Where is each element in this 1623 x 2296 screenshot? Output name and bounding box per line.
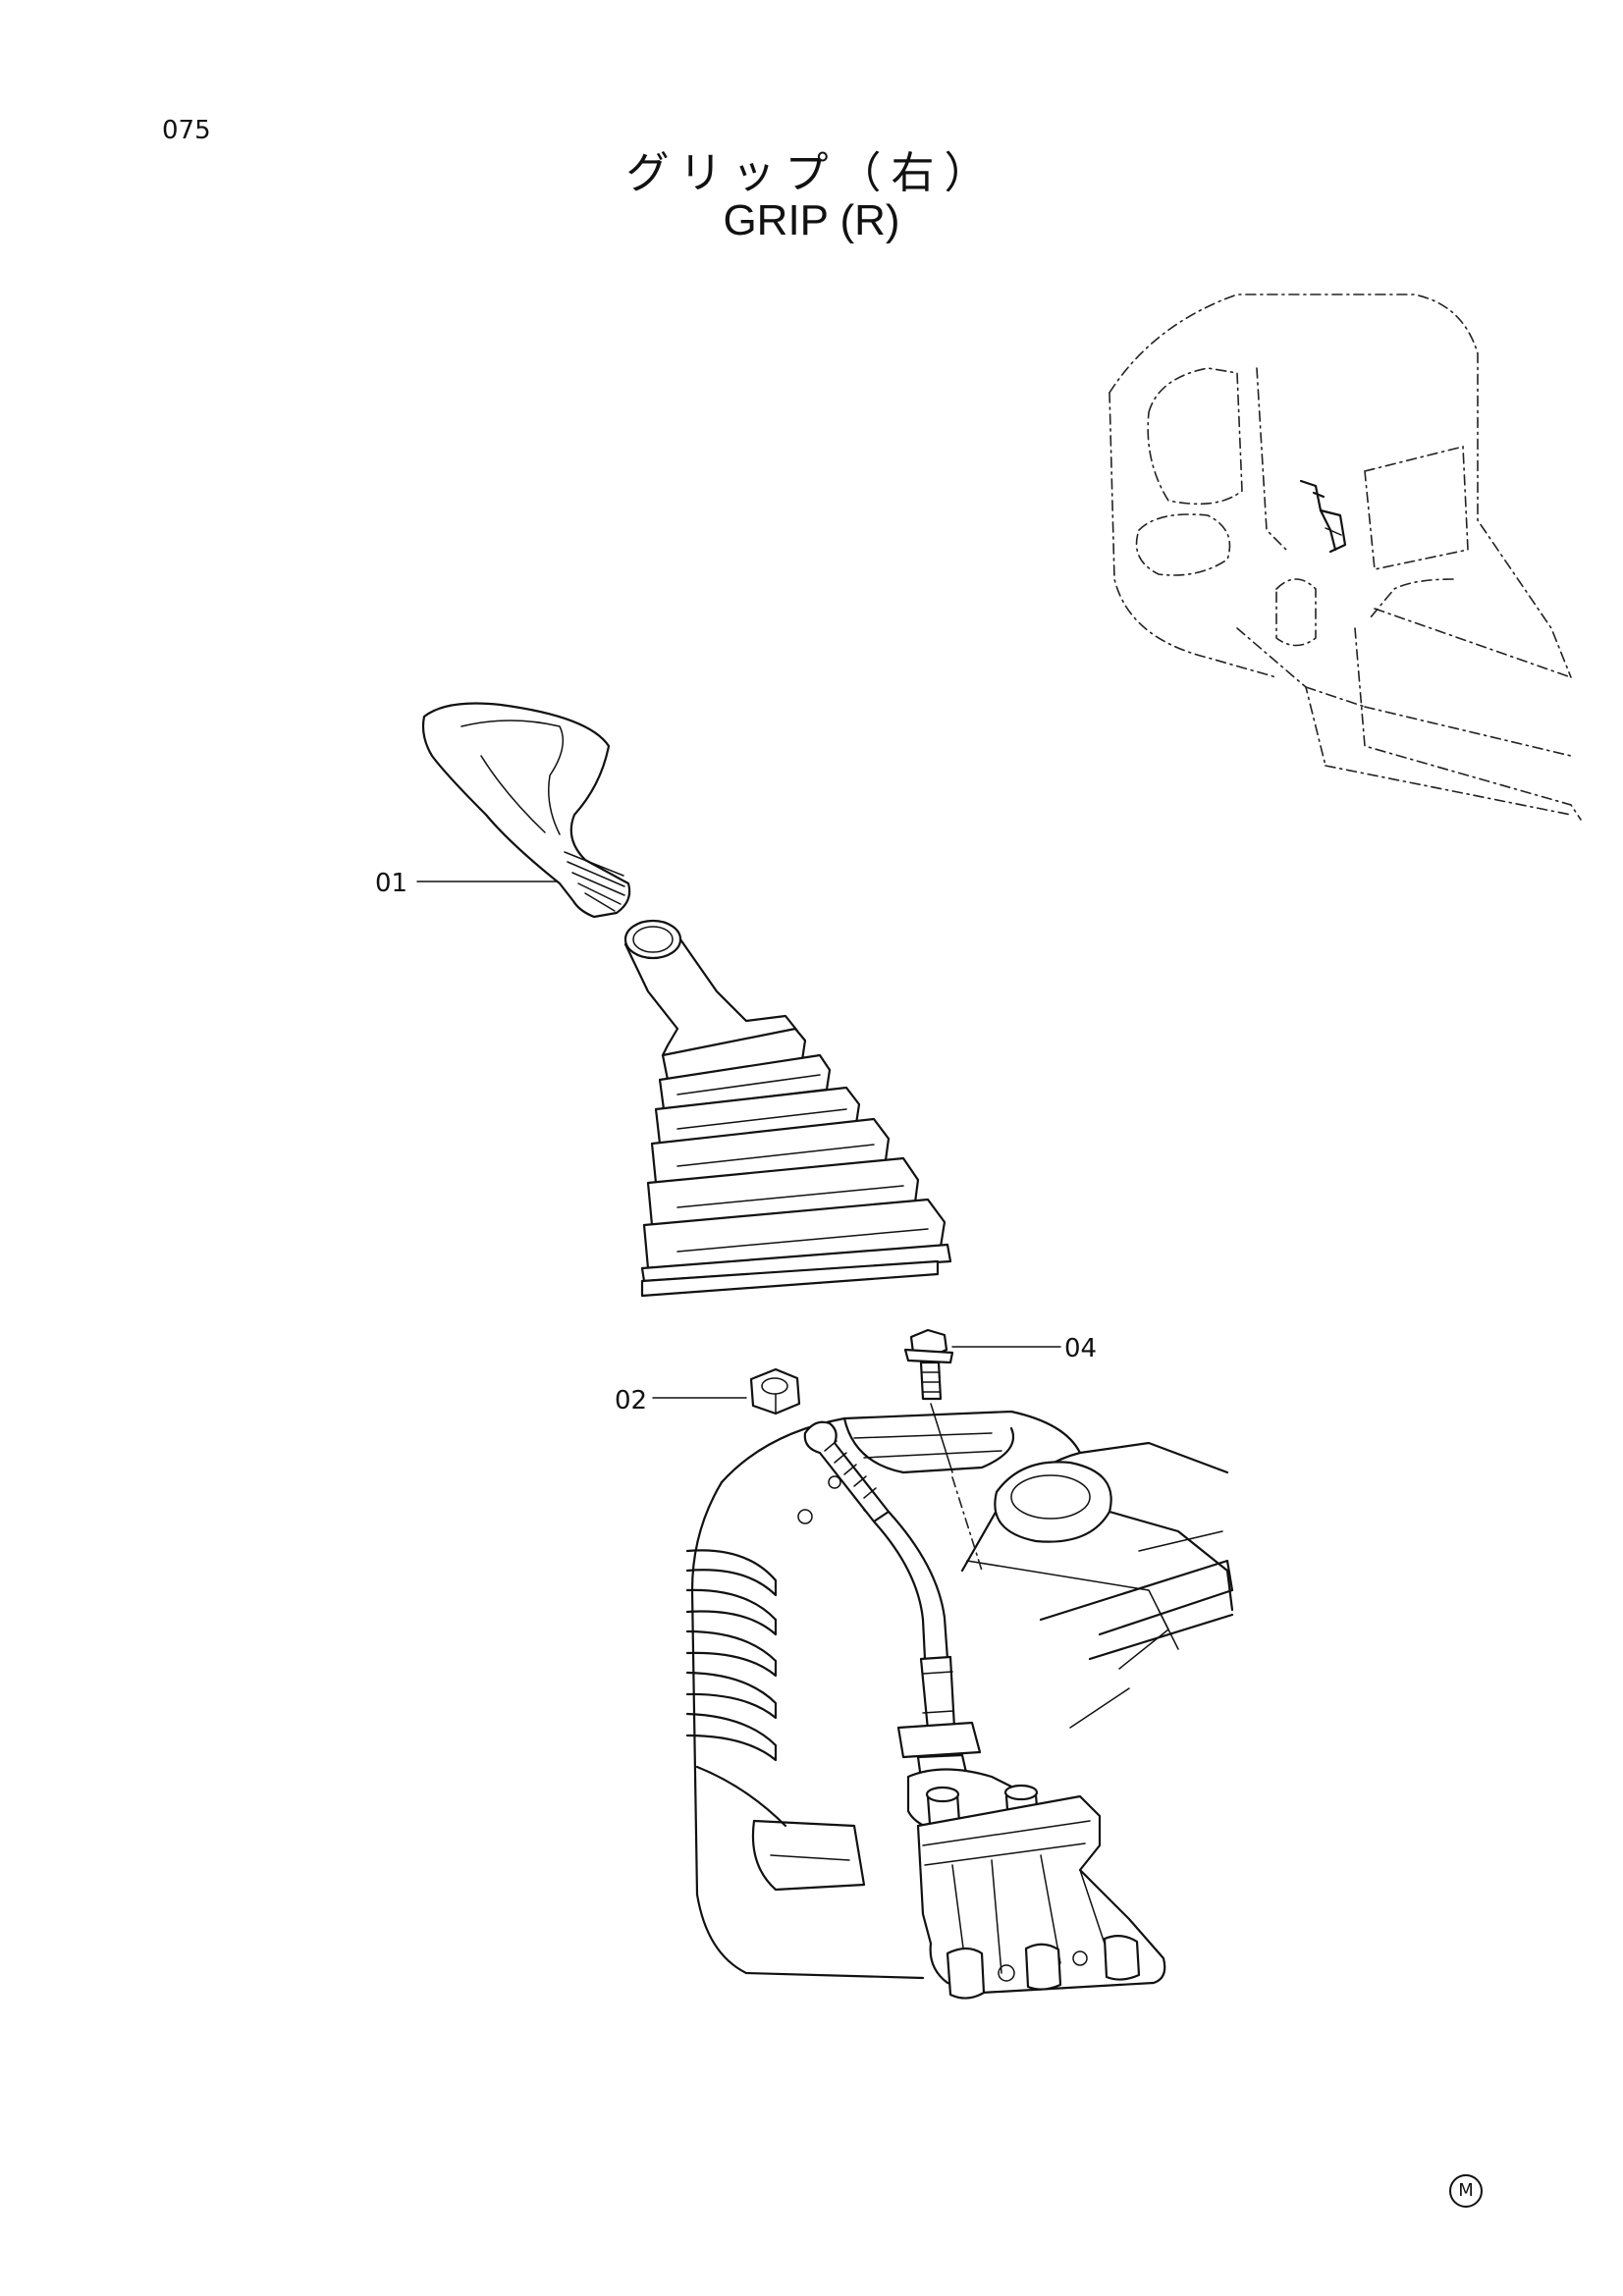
bolt-part-04 [903, 1328, 954, 1473]
callout-04: 04 [951, 1334, 1097, 1363]
cab-location-inset [1109, 294, 1582, 821]
svg-text:02: 02 [615, 1386, 647, 1415]
nut-part-02 [749, 1367, 801, 1415]
callout-01: 01 [375, 869, 580, 898]
grip-part-01 [421, 702, 631, 919]
title-japanese: グリップ（右） [625, 148, 998, 198]
lever-shaft-valve [803, 1420, 1166, 2000]
corner-mark: M [1449, 2174, 1483, 2208]
svg-text:01: 01 [375, 869, 407, 898]
title-english: GRIP (R) [723, 196, 900, 244]
svg-text:04: 04 [1064, 1334, 1097, 1363]
callout-02: 02 [615, 1386, 747, 1415]
control-housing [685, 1410, 1234, 1980]
mounting-plate [1039, 1530, 1234, 1661]
page-number: 075 [162, 116, 211, 145]
rubber-boot [623, 919, 952, 1298]
